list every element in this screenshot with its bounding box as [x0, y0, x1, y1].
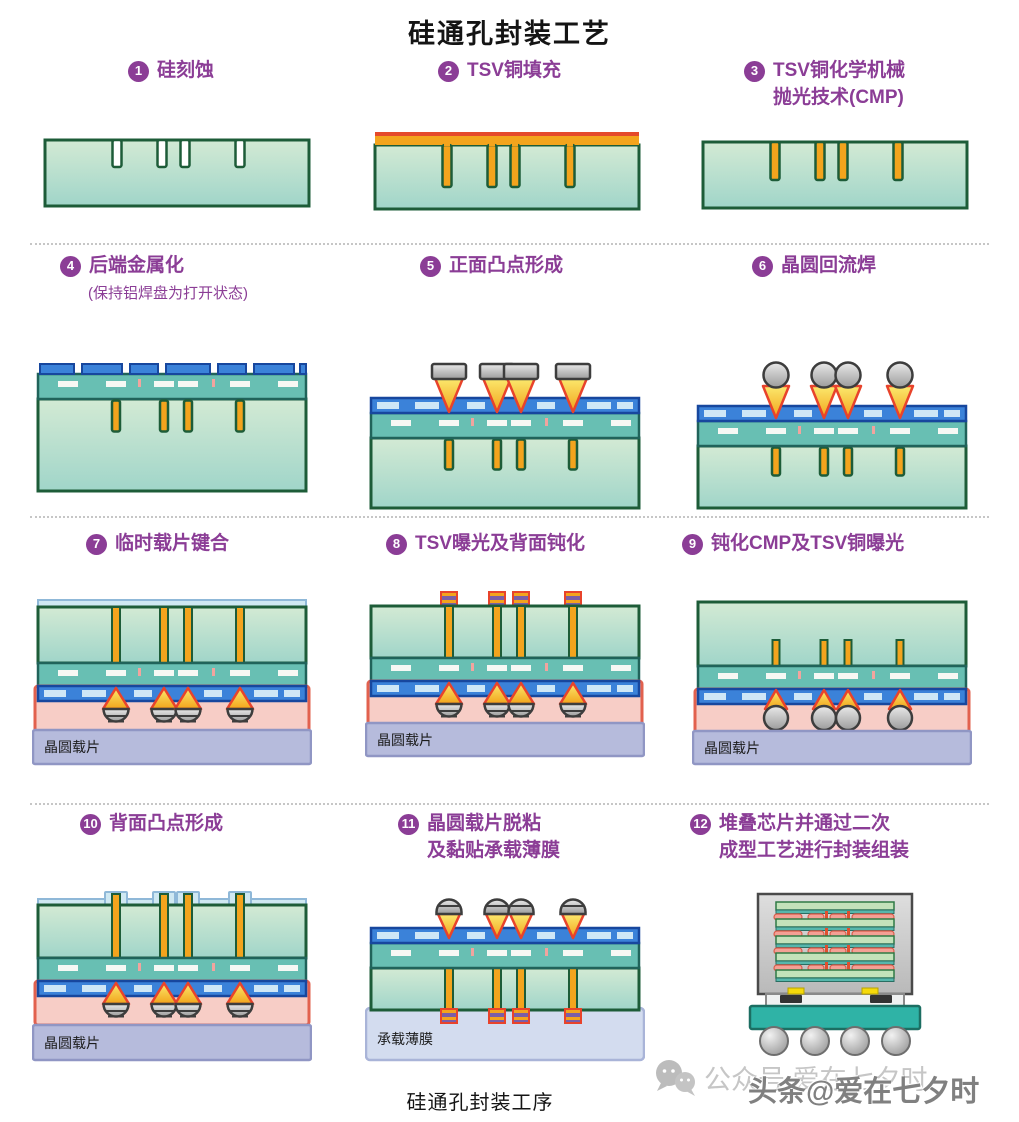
- step-badge-1: 1: [128, 61, 149, 82]
- step-label-6: 6 晶圆回流焊: [752, 253, 876, 280]
- watermark-front-text: 头条@爱在七夕时: [748, 1076, 980, 1108]
- wafer-carrier-label: 晶圆载片: [44, 1035, 100, 1051]
- step-label-9: 9 钝化CMP及TSV铜曝光: [682, 531, 904, 558]
- row-separator-1: [30, 243, 989, 245]
- step-label-1: 1 硅刻蚀: [128, 58, 214, 85]
- illustration-step-2-copper-fill: [372, 126, 642, 214]
- step-title-6: 晶圆回流焊: [781, 255, 877, 276]
- step-title-8: TSV曝光及背面钝化: [415, 533, 585, 554]
- step-label-11: 11 晶圆载片脱粘 及黏贴承载薄膜: [398, 811, 560, 865]
- step-title-5: 正面凸点形成: [449, 255, 564, 276]
- step-badge-8: 8: [386, 534, 407, 555]
- step-title-12: 堆叠芯片并通过二次 成型工艺进行封装组装: [719, 813, 910, 861]
- illustration-step-5-front-bump: [365, 360, 645, 510]
- illustration-step-6-wafer-reflow: [692, 360, 972, 510]
- illustration-step-4-backend-metallization: [32, 362, 312, 494]
- wechat-icon: [656, 1060, 695, 1096]
- step-badge-4: 4: [60, 256, 81, 277]
- step-label-3: 3 TSV铜化学机械 抛光技术(CMP): [744, 58, 905, 112]
- step-label-10: 10 背面凸点形成: [80, 811, 223, 838]
- illustration-step-3-cmp: [700, 134, 970, 212]
- step-label-5: 5 正面凸点形成: [420, 253, 563, 280]
- watermark: 公众号 爱在七夕时 头条@爱在七夕时: [652, 1050, 1016, 1120]
- illustration-step-11-debond-film: 承载薄膜: [365, 894, 645, 1062]
- row-separator-2: [30, 516, 989, 518]
- step-title-11: 晶圆载片脱粘 及黏贴承载薄膜: [427, 813, 561, 861]
- illustration-step-8-tsv-reveal: 晶圆载片: [365, 590, 645, 758]
- wafer-carrier-label: 晶圆载片: [377, 732, 433, 748]
- step-badge-6: 6: [752, 256, 773, 277]
- step-label-2: 2 TSV铜填充: [438, 58, 561, 85]
- step-badge-11: 11: [398, 814, 419, 835]
- step-label-4: 4 后端金属化: [60, 253, 184, 280]
- step-badge-5: 5: [420, 256, 441, 277]
- illustration-step-9-passivation-cmp: 晶圆载片: [692, 598, 972, 766]
- step-title-7: 临时载片键合: [115, 533, 230, 554]
- step-badge-12: 12: [690, 814, 711, 835]
- row-separator-3: [30, 803, 989, 805]
- step-title-2: TSV铜填充: [467, 60, 561, 81]
- step-title-10: 背面凸点形成: [109, 813, 224, 834]
- illustration-step-1-silicon-etch: [42, 132, 312, 212]
- step-title-4: 后端金属化: [89, 255, 185, 276]
- carrier-film-label: 承载薄膜: [377, 1031, 433, 1047]
- step-badge-7: 7: [86, 534, 107, 555]
- step-title-9: 钝化CMP及TSV铜曝光: [711, 533, 905, 554]
- step-badge-3: 3: [744, 61, 765, 82]
- illustration-step-12-stacked-package: [730, 888, 940, 1058]
- illustration-step-7-temporary-bonding: 晶圆载片: [32, 598, 312, 766]
- step-label-12: 12 堆叠芯片并通过二次 成型工艺进行封装组装: [690, 811, 909, 865]
- step-badge-10: 10: [80, 814, 101, 835]
- watermark-back-text: 公众号 爱在七夕时: [704, 1065, 928, 1095]
- step-label-7: 7 临时载片键合: [86, 531, 229, 558]
- wafer-carrier-label: 晶圆载片: [44, 739, 100, 755]
- step-title-1: 硅刻蚀: [157, 60, 215, 81]
- step-badge-2: 2: [438, 61, 459, 82]
- step-subtitle-4: (保持铝焊盘为打开状态): [88, 285, 248, 302]
- step-label-8: 8 TSV曝光及背面钝化: [386, 531, 585, 558]
- step-badge-9: 9: [682, 534, 703, 555]
- footer-caption: 硅通孔封装工序: [406, 1092, 554, 1114]
- page-title: 硅通孔封装工艺: [408, 19, 611, 49]
- wafer-carrier-label: 晶圆载片: [704, 740, 760, 756]
- illustration-step-10-backside-bump: 晶圆载片: [32, 890, 312, 1062]
- step-title-3: TSV铜化学机械 抛光技术(CMP): [773, 60, 905, 108]
